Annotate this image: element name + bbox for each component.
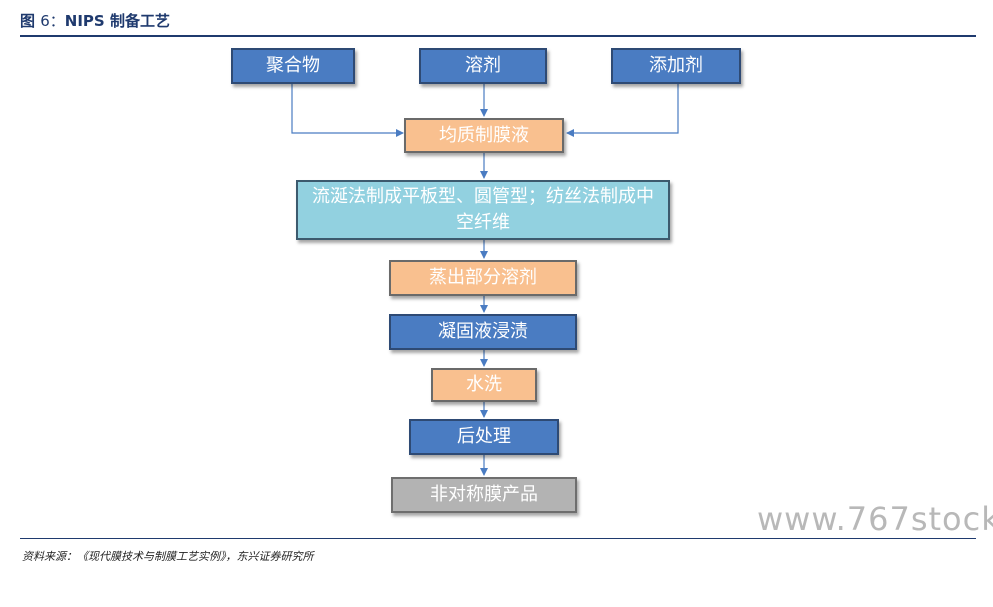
figure-label: 图 — [20, 12, 36, 30]
node-additive: 添加剂 — [611, 48, 741, 84]
header-rule — [20, 35, 976, 37]
figure-title: 图 6：NIPS 制备工艺 — [20, 10, 170, 30]
source-footnote: 资料来源：《现代膜技术与制膜工艺实例》，东兴证券研究所 — [22, 550, 314, 563]
node-solvent: 溶剂 — [419, 48, 547, 84]
node-post-treatment-label: 后处理 — [457, 426, 511, 447]
node-casting-solution: 均质制膜液 — [404, 118, 564, 153]
node-product-label: 非对称膜产品 — [430, 484, 538, 505]
node-additive-label: 添加剂 — [649, 55, 703, 76]
node-wash: 水洗 — [431, 368, 537, 402]
node-solvent-label: 溶剂 — [465, 55, 501, 76]
node-evaporate-label: 蒸出部分溶剂 — [429, 267, 537, 288]
node-post-treatment: 后处理 — [409, 419, 559, 455]
connector-additive — [566, 83, 679, 137]
node-coagulation: 凝固液浸渍 — [389, 314, 577, 350]
node-wash-label: 水洗 — [466, 374, 502, 395]
connector-polymer — [291, 83, 404, 137]
footer-rule — [20, 538, 976, 539]
node-coagulation-label: 凝固液浸渍 — [438, 321, 528, 342]
node-polymer-label: 聚合物 — [266, 55, 320, 76]
node-product: 非对称膜产品 — [391, 477, 577, 513]
node-evaporate: 蒸出部分溶剂 — [389, 260, 577, 296]
figure-title-text: NIPS 制备工艺 — [64, 12, 170, 30]
figure-number: 6： — [40, 12, 65, 30]
node-polymer: 聚合物 — [231, 48, 355, 84]
node-forming: 流涎法制成平板型、圆管型；纺丝法制成中空纤维 — [296, 180, 670, 240]
node-forming-label: 流涎法制成平板型、圆管型；纺丝法制成中空纤维 — [312, 186, 654, 233]
node-casting-solution-label: 均质制膜液 — [439, 124, 529, 146]
watermark-text: www.767stock — [757, 500, 993, 538]
